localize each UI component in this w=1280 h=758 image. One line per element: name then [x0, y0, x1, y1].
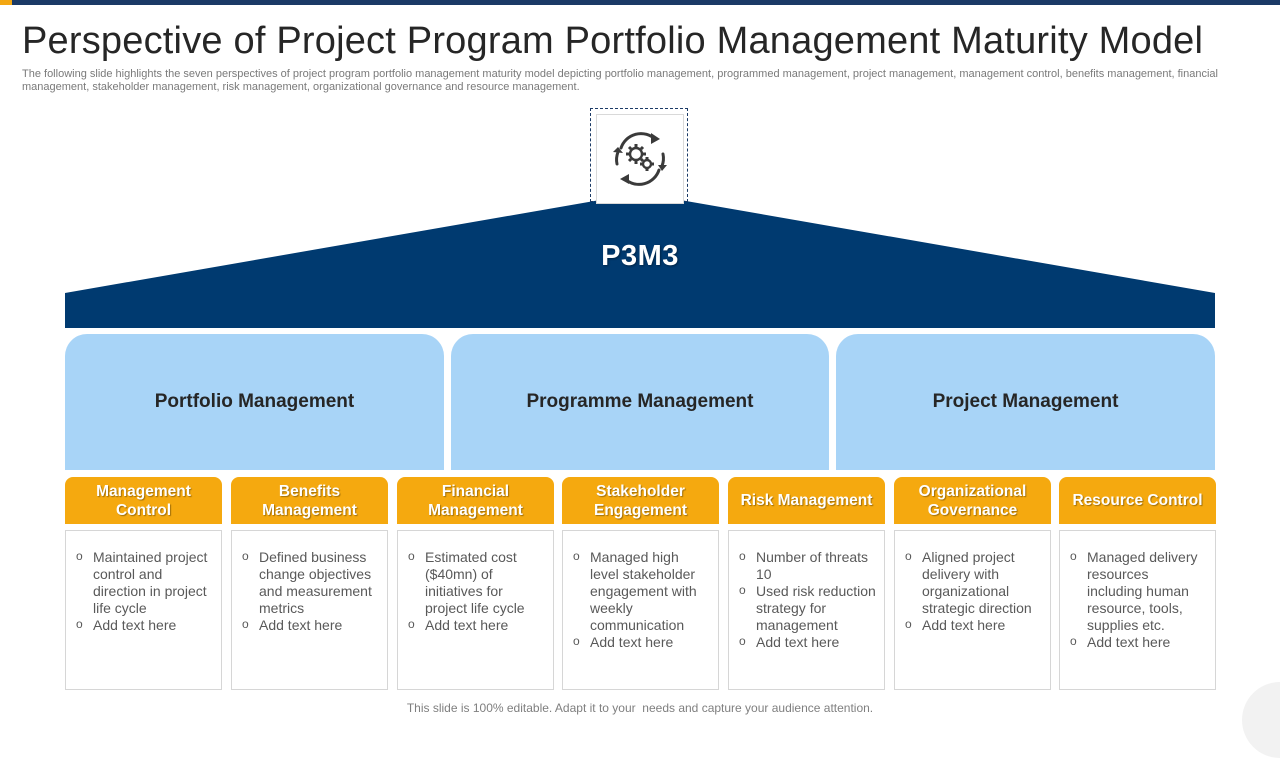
perspective-title-organizational-governance: Organizational Governance — [894, 477, 1051, 524]
perspective-title-stakeholder-engagement: Stakeholder Engagement — [562, 477, 719, 524]
list-item: Maintained project control and direction… — [74, 548, 213, 617]
level-programme-management: Programme Management — [451, 334, 829, 470]
list-item: Add text here — [1068, 633, 1207, 651]
list-item: Number of threats 10 — [737, 548, 876, 583]
roof-polygon — [65, 193, 1215, 328]
perspective-card-stakeholder-engagement: Managed high level stakeholder engagemen… — [562, 530, 719, 690]
list-item: Add text here — [737, 633, 876, 651]
roof-title: P3M3 — [601, 240, 679, 272]
top-accent-mark — [0, 0, 12, 5]
level-project-management: Project Management — [836, 334, 1215, 470]
list-item: Add text here — [240, 616, 379, 634]
list-item: Managed high level stakeholder engagemen… — [571, 548, 710, 634]
list-item: Used risk reduction strategy for managem… — [737, 582, 876, 634]
list-item: Add text here — [571, 633, 710, 651]
list-item: Add text here — [74, 616, 213, 634]
list-item: Aligned project delivery with organizati… — [903, 548, 1042, 617]
page-title: Perspective of Project Program Portfolio… — [22, 20, 1204, 62]
list-item: Defined business change objectives and m… — [240, 548, 379, 617]
gears-cycle-icon — [613, 132, 667, 186]
perspective-title-resource-control: Resource Control — [1059, 477, 1216, 524]
top-accent-bar — [0, 0, 1280, 5]
icon-box — [596, 114, 684, 204]
perspective-card-risk-management: Number of threats 10 Used risk reduction… — [728, 530, 885, 690]
list-item: Managed delivery resources including hum… — [1068, 548, 1207, 634]
level-portfolio-management: Portfolio Management — [65, 334, 444, 470]
list-item: Add text here — [406, 616, 545, 634]
list-item: Estimated cost ($40mn) of initiatives fo… — [406, 548, 545, 617]
page-subtitle: The following slide highlights the seven… — [22, 68, 1218, 93]
perspective-title-management-control: Management Control — [65, 477, 222, 524]
footer-note: This slide is 100% editable. Adapt it to… — [406, 701, 874, 715]
corner-decoration — [1242, 682, 1280, 758]
perspective-card-benefits-management: Defined business change objectives and m… — [231, 530, 388, 690]
perspective-card-management-control: Maintained project control and direction… — [65, 530, 222, 690]
roof-shape — [65, 193, 1215, 328]
perspective-title-financial-management: Financial Management — [397, 477, 554, 524]
perspective-card-resource-control: Managed delivery resources including hum… — [1059, 530, 1216, 690]
list-item: Add text here — [903, 616, 1042, 634]
perspective-title-benefits-management: Benefits Management — [231, 477, 388, 524]
perspective-card-financial-management: Estimated cost ($40mn) of initiatives fo… — [397, 530, 554, 690]
perspective-title-risk-management: Risk Management — [728, 477, 885, 524]
perspective-card-organizational-governance: Aligned project delivery with organizati… — [894, 530, 1051, 690]
